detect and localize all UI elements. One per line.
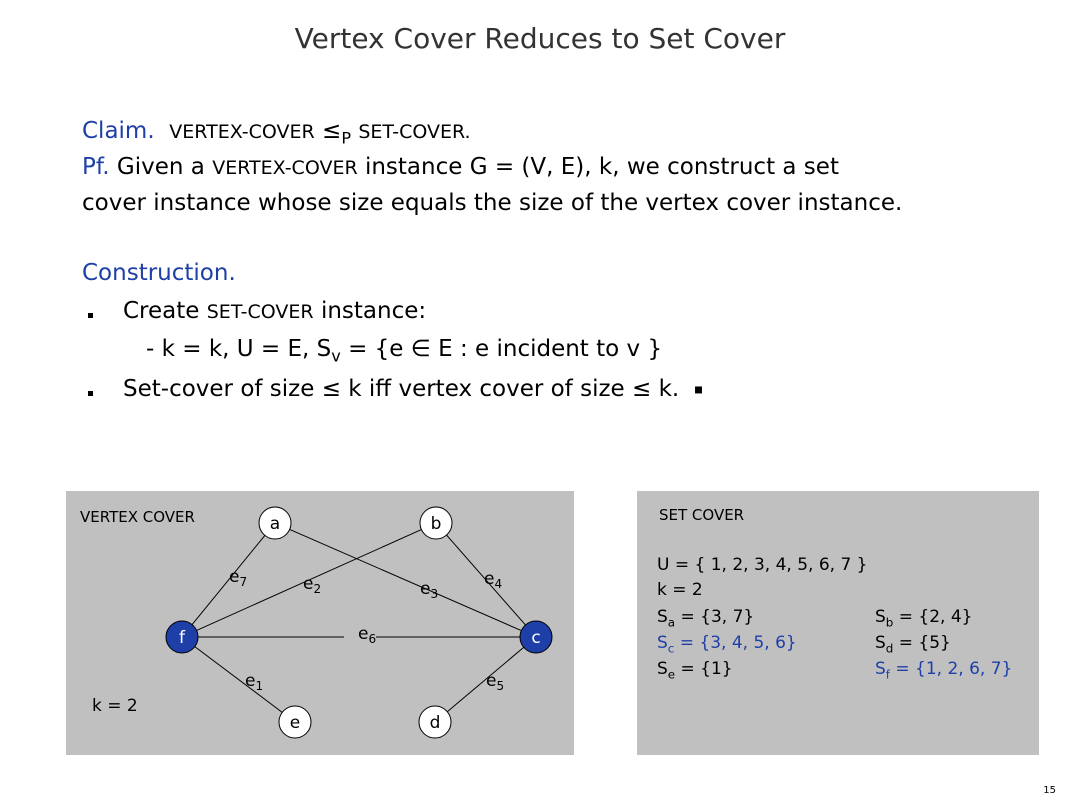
claim-sub-p: P [341,128,352,148]
sub-item-v: v [331,346,341,366]
set-value-a: = {3, 7} [675,607,755,627]
graph-edge-e1 [194,646,283,713]
set-e: Se = {1} [657,659,733,681]
set-b: Sb = {2, 4} [875,607,972,629]
construction-bullet-1: Create SET-COVER instance: [123,298,426,324]
edge-label-e1: e1 [245,671,263,693]
set-name-d: S [875,633,886,653]
edge-label-e2: e2 [303,574,321,596]
qed-symbol: ▪ [693,381,704,398]
construction-sub-item: - k = k, U = E, Sv = {e ∈ E : e incident… [146,336,662,366]
construction-bullet-2: Set-cover of size ≤ k iff vertex cover o… [123,376,703,402]
graph-node-c: c [519,620,553,654]
claim-le-symbol: ≤ [322,118,342,144]
node-label-c: c [531,628,540,648]
bullet-2 [88,391,93,396]
node-circle-a [258,506,292,540]
bullet1-set-cover: SET-COVER [206,301,314,323]
set-a: Sa = {3, 7} [657,607,754,629]
set-value-e: = {1} [675,659,733,679]
page-number: 15 [1043,785,1056,796]
node-label-d: d [430,713,441,733]
edge-label-e5: e5 [486,671,504,693]
set-cover-universe: U = { 1, 2, 3, 4, 5, 6, 7 } [657,555,868,575]
set-sub-b: b [885,615,894,630]
set-d: Sd = {5} [875,633,951,655]
node-circle-b [419,506,453,540]
node-label-e: e [290,713,300,733]
graph-node-b: b [419,506,453,540]
proof-vc: VERTEX-COVER [212,157,358,179]
node-label-b: b [431,514,442,534]
node-circle-e [278,705,312,739]
set-sub-c: c [667,641,675,656]
set-sub-a: a [667,615,676,630]
bullet-1 [88,313,93,318]
edge-label-e4: e4 [484,569,502,591]
set-cover-k: k = 2 [657,580,703,600]
construction-label: Construction. [82,260,236,286]
claim-line: Claim. VERTEX-COVER ≤P SET-COVER. [82,118,471,148]
edge-label-e3: e3 [420,579,438,601]
proof-label: Pf. [82,154,110,180]
graph-node-e: e [278,705,312,739]
set-name-f: S [875,659,886,679]
proof-text-b: instance G = (V, E), k, we construct a s… [364,154,839,180]
bullet2-text: Set-cover of size ≤ k iff vertex cover o… [123,376,680,402]
set-name-e: S [657,659,668,679]
slide-title: Vertex Cover Reduces to Set Cover [294,22,786,55]
edge-label-bg-e6 [344,625,376,647]
set-value-b: = {2, 4} [893,607,973,627]
bullet1-text-a: Create [123,298,200,324]
bullet1-text-b: instance: [320,298,427,324]
node-circle-c [519,620,553,654]
proof-text-a: Given a [116,154,205,180]
node-label-a: a [270,514,280,534]
sub-item-text-a: - k = k, U = E, S [146,336,332,362]
graph-node-f: f [165,620,199,654]
graph-edge-e2 [196,529,422,631]
graph-edge-e5 [446,646,525,713]
edge-label-e7: e7 [229,567,247,589]
vertex-cover-k: k = 2 [92,696,138,716]
graph-edge-e3 [289,528,522,632]
set-c: Sc = {3, 4, 5, 6} [657,633,797,655]
set-sub-f: f [885,667,890,682]
proof-line-2: cover instance whose size equals the siz… [82,190,903,216]
set-value-f: = {1, 2, 6, 7} [889,659,1013,679]
set-cover-panel: SET COVER U = { 1, 2, 3, 4, 5, 6, 7 } k … [637,491,1039,755]
graph-node-d: d [418,705,452,739]
set-sub-d: d [885,641,894,656]
vertex-cover-label: VERTEX COVER [80,508,195,526]
claim-label: Claim. [82,118,155,144]
set-name-c: S [657,633,668,653]
set-f: Sf = {1, 2, 6, 7} [875,659,1012,681]
node-label-f: f [179,628,186,648]
claim-set-cover: SET-COVER. [358,121,471,143]
set-sub-e: e [667,667,676,682]
sub-item-text-b: = {e ∈ E : e incident to v } [340,336,663,362]
set-name-a: S [657,607,668,627]
set-value-d: = {5} [893,633,951,653]
graph-edge-e4 [446,534,526,626]
set-value-c: = {3, 4, 5, 6} [674,633,797,653]
node-circle-d [418,705,452,739]
node-circle-f [165,620,199,654]
proof-line-1: Pf. Given a VERTEX-COVER instance G = (V… [82,154,839,180]
graph-edge-e7 [191,535,266,625]
set-name-b: S [875,607,886,627]
graph-node-a: a [258,506,292,540]
set-cover-label: SET COVER [659,506,745,524]
claim-vertex-cover: VERTEX-COVER [169,121,315,143]
